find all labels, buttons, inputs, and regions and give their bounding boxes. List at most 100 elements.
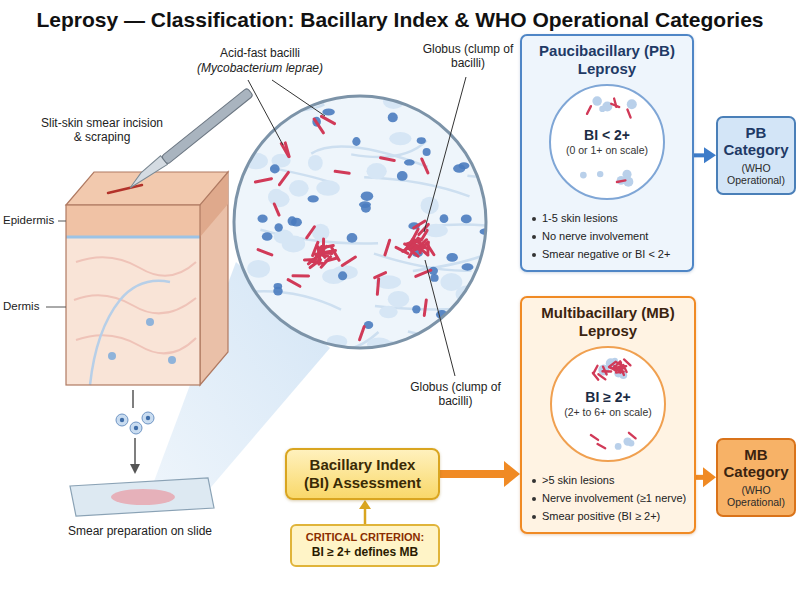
scalpel-handle [161, 88, 253, 165]
cell-nucleus [322, 108, 335, 115]
bacillus-rod [381, 158, 395, 161]
bacillus-rod [409, 246, 416, 257]
criterion-bullet: Nerve involvement (≥1 nerve) [542, 491, 688, 506]
assessment-box: Bacillary Index (BI) Assessment [285, 448, 440, 500]
connector-group [440, 461, 520, 487]
host-cell [308, 155, 323, 171]
bacillus-rod [293, 274, 309, 277]
host-cell [615, 443, 622, 450]
dermal-cell [108, 352, 116, 360]
bacillus-rod [258, 250, 272, 255]
arrowhead [704, 147, 716, 163]
dermis-fiber [76, 335, 196, 353]
host-cell [388, 291, 409, 308]
circle-text-group: BI < 2+(0 or 1+ on scale) [566, 127, 648, 156]
cell-nucleus [270, 164, 280, 173]
bacillus-rod [614, 99, 616, 107]
cell-nucleus [404, 159, 415, 165]
smear [111, 489, 175, 505]
connector-group [696, 467, 716, 487]
cell-nucleus [338, 271, 347, 280]
bullet-dot [532, 235, 536, 239]
category-note: (WHO Operational) [722, 484, 790, 509]
bacillus-rod [627, 109, 630, 117]
bacillus-rod [624, 359, 630, 365]
part-label: Dermis [3, 300, 39, 314]
bacillus-rod [321, 116, 334, 123]
criterion-bullet: 1-5 skin lesions [542, 211, 686, 226]
arrowhead [359, 500, 371, 509]
index-scale: (0 or 1+ on scale) [566, 144, 648, 157]
criterion-heading: CRITICAL CRITERION: [298, 531, 432, 545]
connector-group [694, 147, 716, 163]
part-label: Epidermis [3, 214, 54, 228]
host-cell [623, 437, 631, 445]
bacillus-rod [255, 179, 271, 182]
cell-nucleus [461, 263, 473, 270]
host-cell [597, 171, 603, 177]
bacillus-rod [319, 247, 322, 260]
category-box: Multibacillary (MB) Leprosy>5 skin lesio… [520, 296, 696, 534]
bacillus-rod [598, 444, 606, 448]
bacillus-rod [288, 280, 300, 287]
connector-arrow [364, 507, 367, 524]
bullet-dot [532, 515, 536, 519]
bacillus-rod [593, 366, 597, 374]
cell-nucleus [457, 337, 469, 343]
microscope-field [234, 96, 486, 348]
bacillus-rod [629, 433, 636, 439]
assessment-title: Bacillary Index (BI) Assessment [295, 456, 430, 492]
cell-nucleus [361, 203, 371, 212]
bacillus-rod [281, 143, 288, 156]
box-heading: Paucibacillary (PB) Leprosy [528, 42, 686, 78]
criterion-bullet: Smear negative or BI < 2+ [542, 247, 686, 262]
part-label: Smear preparation on slide [50, 524, 230, 538]
host-cell [580, 172, 587, 179]
smear-transfer [116, 390, 154, 474]
scraped-cell [116, 414, 128, 426]
category-name: MB Category [722, 446, 790, 481]
vessel [90, 281, 170, 385]
cell-nucleus [412, 305, 420, 313]
bullet-dot [532, 497, 536, 501]
bacillus-rod [274, 204, 279, 215]
bacillus-rod [593, 373, 598, 380]
part-label: Globus (clump of bacilli) [418, 42, 518, 71]
bacillus-rod [360, 327, 365, 340]
leader-line [425, 260, 455, 376]
category-badge: MB Category (WHO Operational) [716, 438, 796, 517]
criterion-callout: CRITICAL CRITERION:BI ≥ 2+ defines MB [290, 524, 440, 567]
bacillus-rod [385, 240, 390, 255]
host-cell [599, 106, 605, 112]
cell-nucleus [388, 113, 398, 123]
bacillus-rod [617, 180, 626, 182]
microscope-rim [234, 96, 486, 348]
host-cell [270, 191, 290, 207]
cell-nucleus [423, 148, 431, 156]
dermis-layer [66, 205, 200, 385]
tissue-fiber [311, 147, 428, 167]
smear-circle: BI ≥ 2+(2+ to 6+ on scale) [550, 346, 666, 462]
bacillus-rod [405, 239, 413, 250]
bacillus-rod [307, 227, 315, 238]
glass-slide [70, 478, 214, 516]
cell-nucleus [146, 416, 150, 420]
bacillus-rod [342, 257, 355, 265]
cell-nucleus [430, 274, 438, 282]
part-label: (Mycobacterium leprae) [175, 61, 345, 75]
bacillus-rod [620, 363, 622, 371]
host-cell [271, 94, 287, 104]
cell-nucleus [470, 133, 479, 140]
cell-nucleus [352, 137, 360, 146]
scraped-cell [130, 422, 142, 434]
arrowhead [703, 467, 716, 487]
host-cell [617, 176, 626, 185]
cell-nucleus [308, 195, 319, 202]
host-cell [289, 180, 309, 197]
incision [108, 185, 142, 193]
cell-nucleus [446, 253, 458, 262]
diagram-title: Leprosy — Classification: Bacillary Inde… [0, 8, 800, 32]
scalpel-blade [126, 156, 167, 192]
cell-nucleus [262, 232, 273, 241]
